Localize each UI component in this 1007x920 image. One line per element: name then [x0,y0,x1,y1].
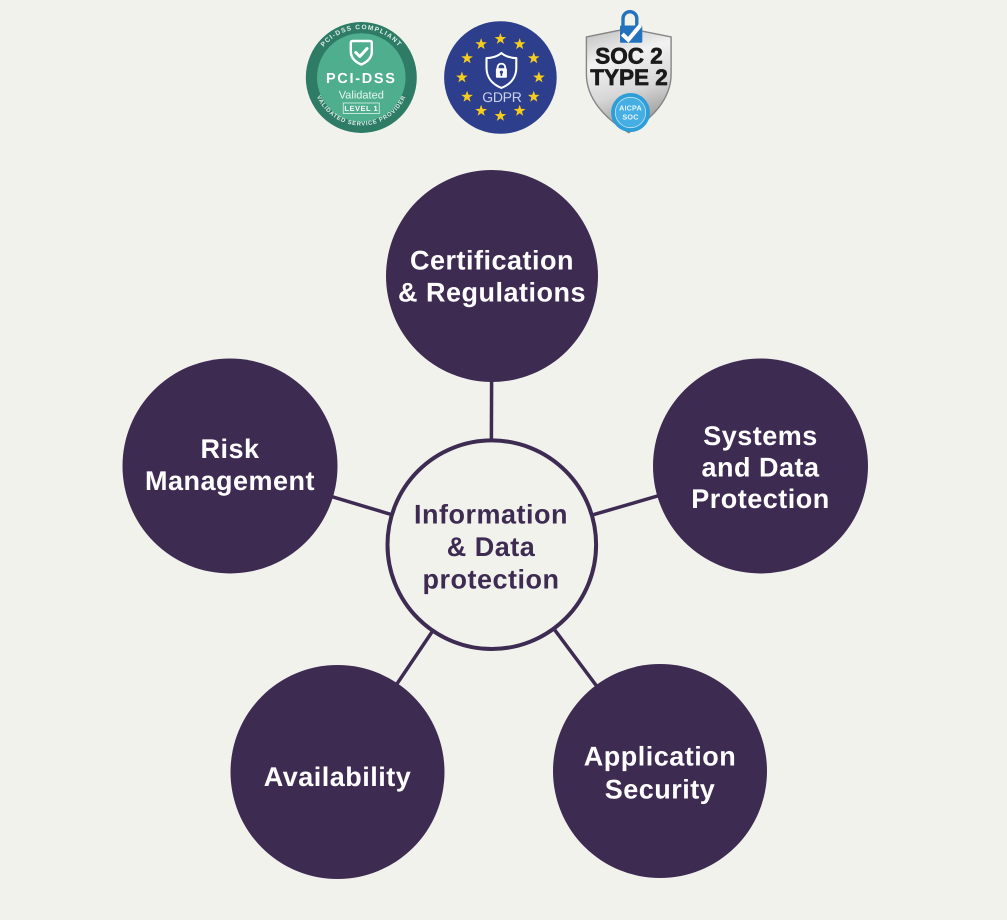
svg-text:GDPR: GDPR [482,89,521,105]
svg-text:Information: Information [414,500,568,530]
svg-text:TYPE 2: TYPE 2 [590,65,668,90]
svg-text:Application: Application [584,742,737,772]
svg-text:AICPA: AICPA [619,104,642,113]
svg-text:Systems: Systems [703,421,818,451]
svg-text:PCI-DSS: PCI-DSS [326,71,397,87]
svg-text:SOC 2: SOC 2 [595,44,663,69]
svg-text:LEVEL 1: LEVEL 1 [344,104,378,113]
svg-text:& Regulations: & Regulations [398,278,586,308]
svg-text:Security: Security [605,775,716,805]
svg-text:Protection: Protection [691,484,830,514]
svg-text:protection: protection [423,565,560,595]
svg-text:SOC: SOC [622,113,638,122]
svg-text:& Data: & Data [447,532,536,562]
svg-text:Management: Management [145,466,315,496]
svg-text:Availability: Availability [264,762,412,792]
svg-text:Certification: Certification [410,246,574,276]
svg-text:and Data: and Data [701,453,820,483]
svg-text:Validated: Validated [339,90,384,102]
svg-text:Risk: Risk [200,434,260,464]
